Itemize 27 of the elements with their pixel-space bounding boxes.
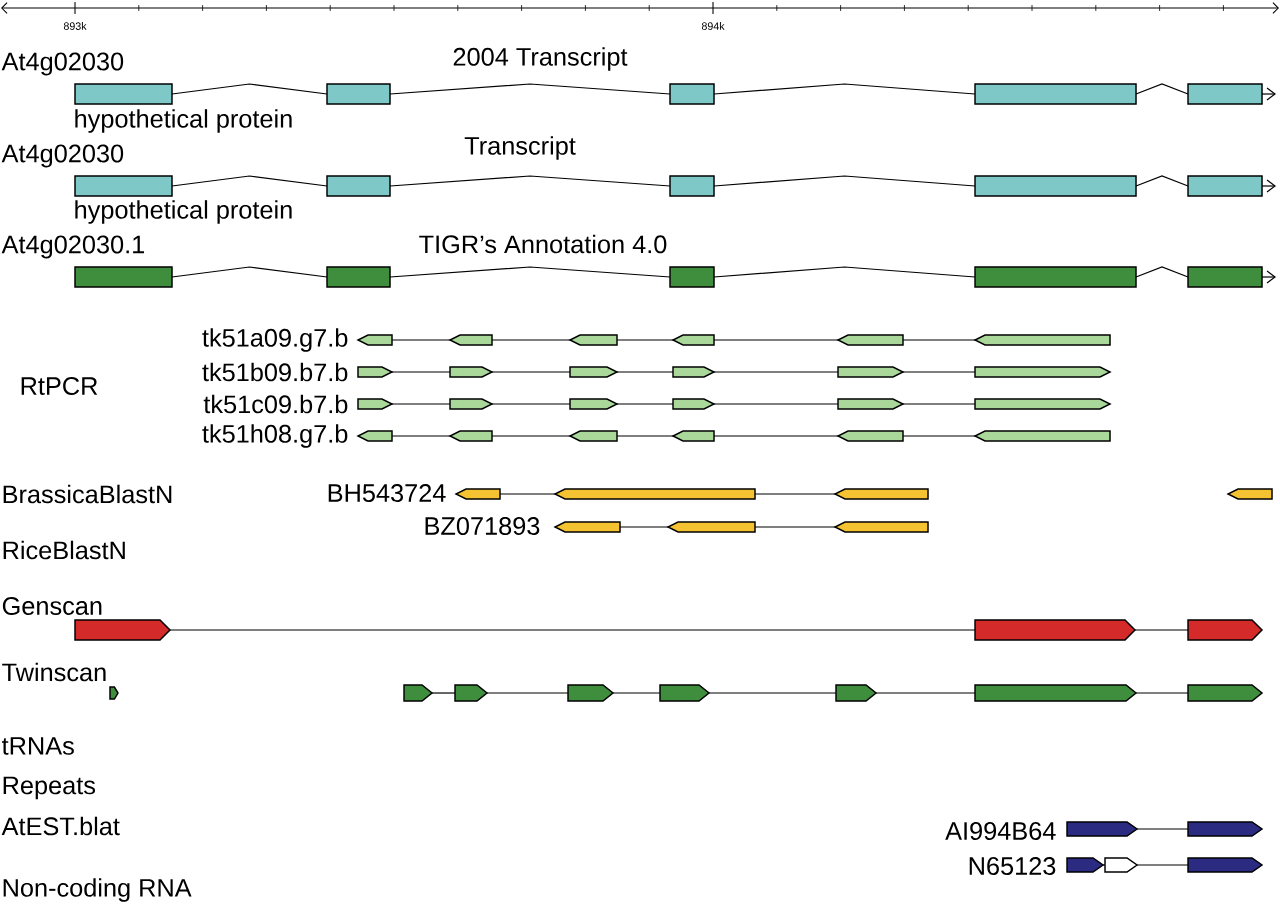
track-label: hypothetical protein bbox=[75, 200, 292, 224]
track-label: tRNAs bbox=[2, 737, 74, 755]
track-label: AtEST.blat bbox=[1, 816, 120, 836]
track-label: tk51c09.b7.b bbox=[203, 394, 348, 414]
track-label: At4g02030.1 bbox=[1, 235, 144, 259]
track-label: RiceBlastN bbox=[3, 540, 125, 560]
track-label: At4g02030 bbox=[1, 52, 124, 76]
track-label: Non-coding RNA bbox=[3, 878, 192, 902]
track-label: BZ071893 bbox=[425, 517, 540, 535]
track-label: tk51a09.g7.b bbox=[202, 328, 348, 352]
track-label: BH543724 bbox=[328, 484, 446, 502]
track-label: Twinscan bbox=[2, 662, 106, 682]
track-label: hypothetical protein bbox=[75, 109, 292, 133]
track-label: Genscan bbox=[2, 597, 102, 615]
scale-tick-label: 894k bbox=[701, 22, 725, 30]
track-label: Transcript bbox=[464, 136, 576, 160]
scale-tick-label: 893k bbox=[63, 22, 87, 30]
track-label: RtPCR bbox=[21, 377, 98, 395]
track-label: 2004 Transcript bbox=[453, 47, 628, 71]
track-label: TIGR’s Annotation 4.0 bbox=[419, 234, 667, 254]
track-label: At4g02030 bbox=[1, 144, 124, 168]
track-label: AI994B64 bbox=[945, 822, 1056, 840]
track-label: BrassicaBlastN bbox=[3, 484, 172, 504]
track-label: tk51b09.b7.b bbox=[202, 362, 348, 382]
track-label: N65123 bbox=[969, 857, 1056, 875]
track-label: Repeats bbox=[3, 776, 96, 800]
track-label: tk51h08.g7.b bbox=[202, 424, 348, 448]
